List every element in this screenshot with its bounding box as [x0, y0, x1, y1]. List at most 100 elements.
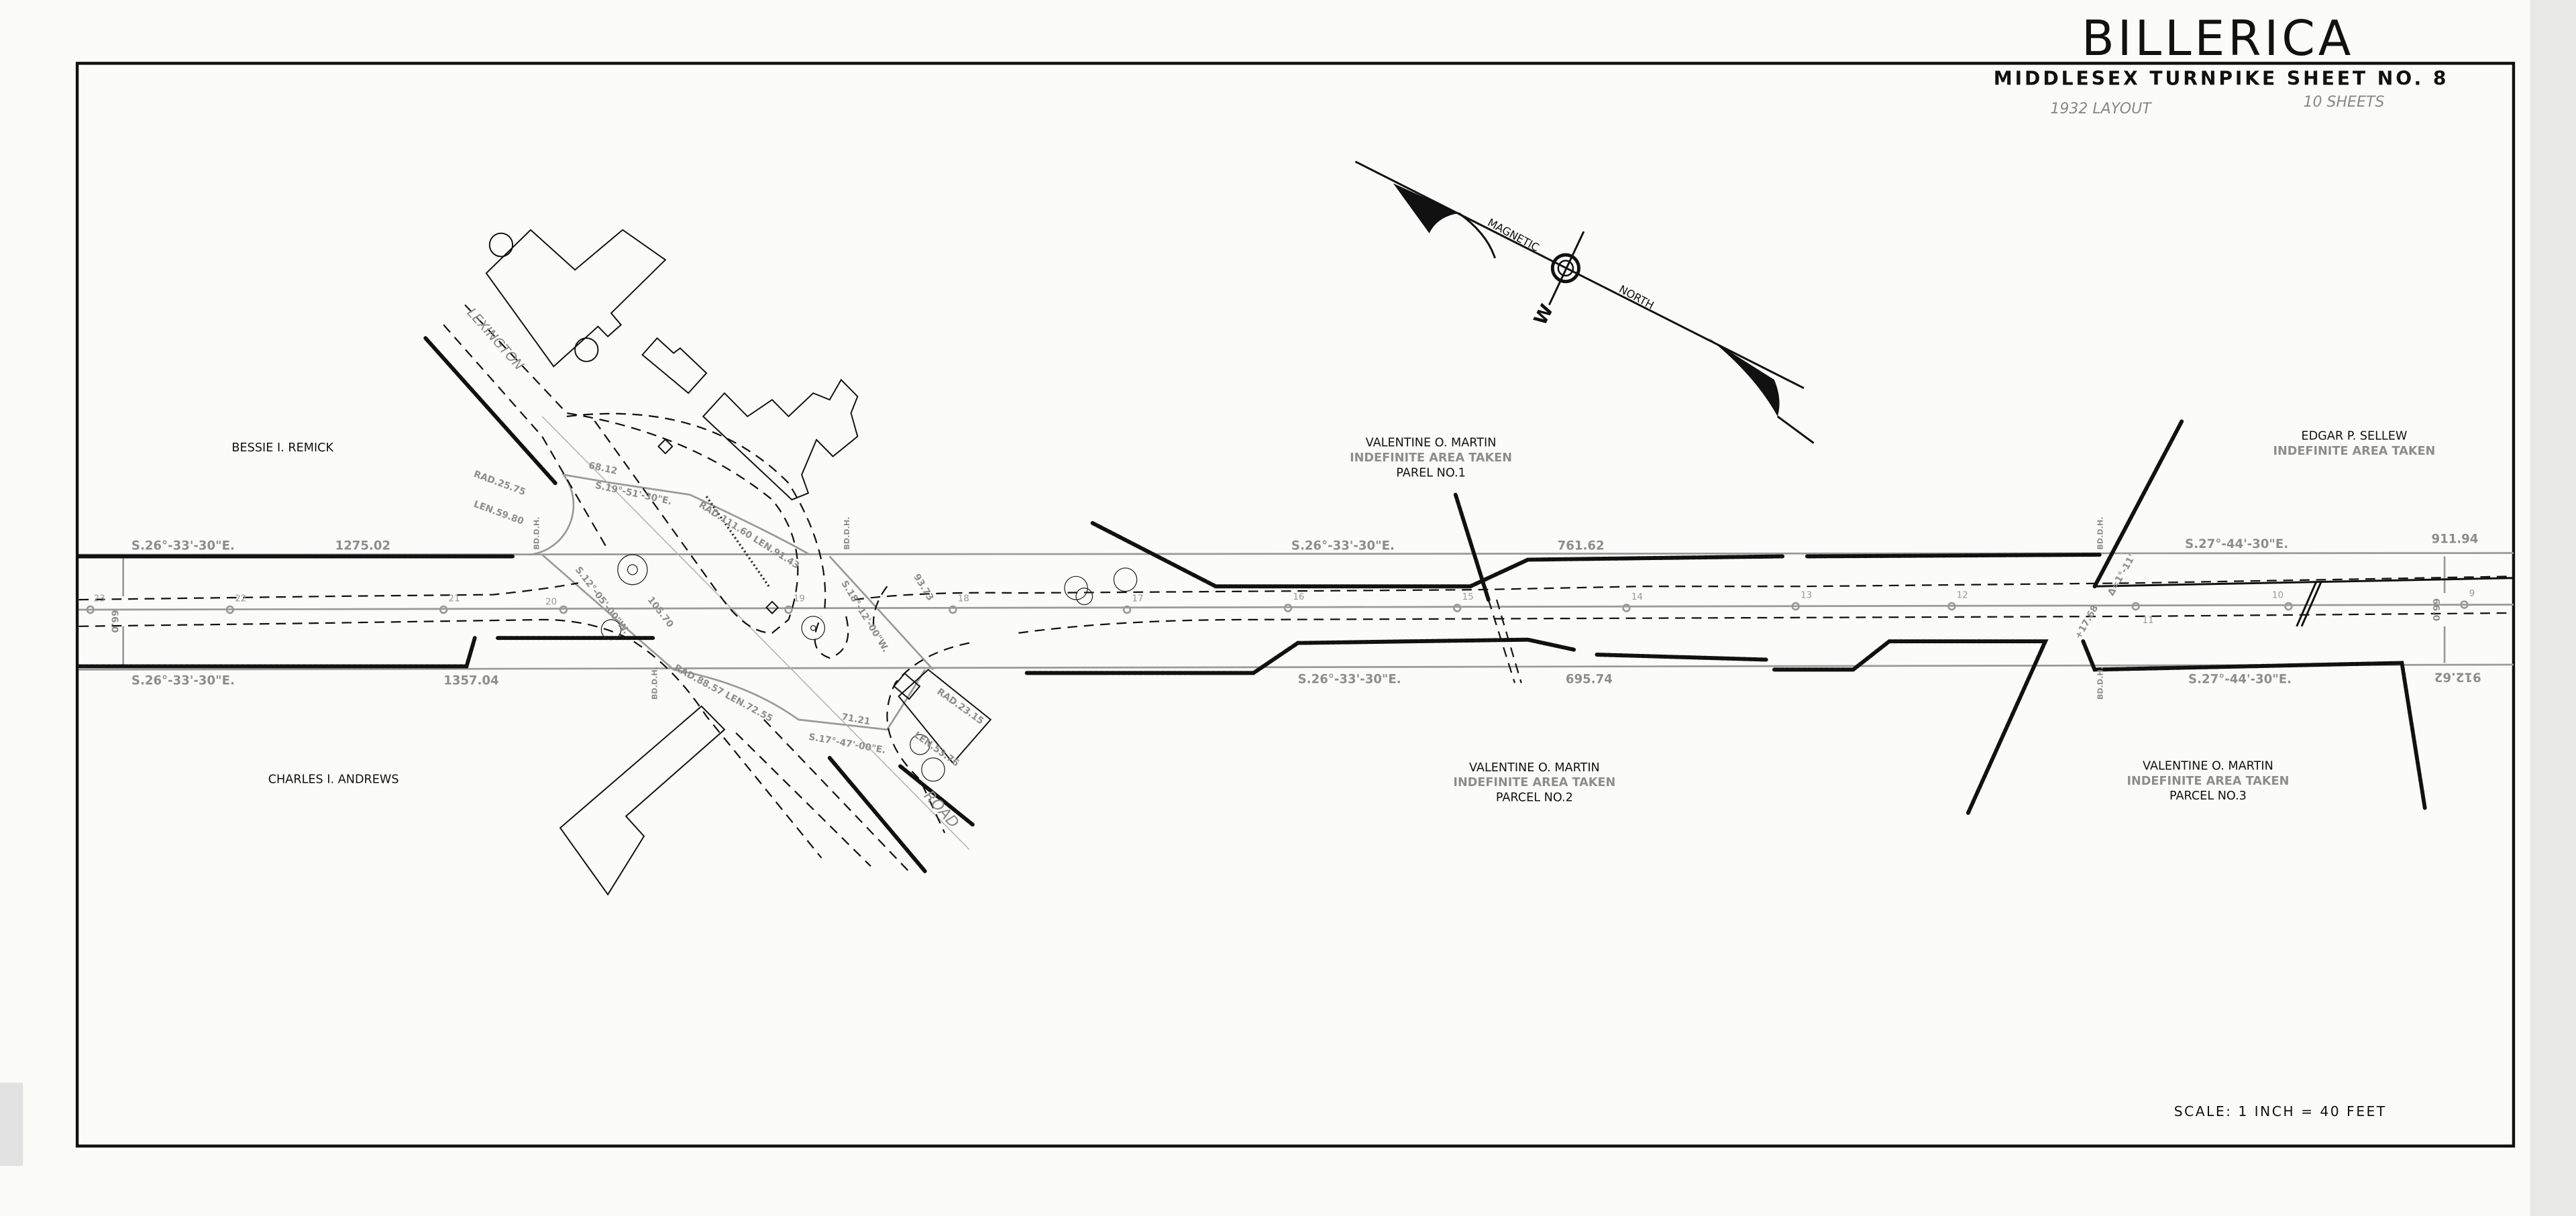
station-label: 15 — [1462, 592, 1474, 602]
parcel2-owner: VALENTINE O. MARTIN — [1469, 761, 1600, 775]
fence — [1772, 639, 2049, 815]
station-marker: 20 — [545, 596, 568, 614]
road-edge — [78, 618, 822, 859]
bearing-label: S.26°-33'-30"E. — [1298, 672, 1401, 686]
tangent-bearing: S.17°-47'-00"E. — [808, 732, 886, 756]
owner-andrews: CHARLES I. ANDREWS — [268, 773, 399, 786]
road-edge — [443, 324, 609, 551]
station-label: 13 — [1801, 590, 1812, 601]
building — [898, 669, 992, 765]
sheet-subtitle: MIDDLESEX TURNPIKE SHEET NO. 8 — [1994, 67, 2449, 89]
east-tangent — [828, 555, 934, 671]
north-label: NORTH — [1617, 282, 1656, 312]
road-edge — [763, 719, 912, 875]
parcel1-number: PAREL NO.1 — [1396, 466, 1466, 480]
length-label: 1357.04 — [443, 674, 499, 688]
sellew-owner: EDGAR P. SELLEW — [2301, 430, 2407, 443]
station-label: 14 — [1631, 592, 1643, 602]
length-label: 912.62 — [2434, 669, 2481, 683]
paper-edge — [2530, 0, 2576, 1216]
parcel3-owner: VALENTINE O. MARTIN — [2143, 759, 2273, 773]
station-label: 9 — [2469, 588, 2475, 599]
station-label: 10 — [2272, 590, 2284, 601]
east-west-line — [1548, 231, 1585, 306]
road-baseline — [541, 416, 970, 850]
hedge — [705, 496, 770, 588]
curve-label: RAD.111.60 LEN.91.43 — [697, 500, 802, 571]
fence — [1595, 653, 1768, 662]
length-label: 1275.02 — [335, 539, 391, 553]
arrow-tail-icon — [1393, 183, 1459, 233]
station-label: 21 — [449, 593, 460, 604]
tree — [910, 734, 930, 755]
tangent-bearing: S.19°-51'-30"E. — [594, 480, 673, 507]
tree — [1064, 575, 1088, 600]
station-label: 11 — [2142, 615, 2153, 626]
tree — [810, 624, 816, 631]
bearing-label: S.27°-44'-30"E. — [2188, 672, 2292, 686]
bound-label: BD.D.H. — [2096, 667, 2105, 700]
drain-line — [1487, 599, 1522, 683]
tree — [617, 554, 648, 586]
fence — [898, 764, 975, 827]
fence — [2081, 639, 2427, 810]
bound-label: BD.D.H. — [843, 517, 851, 550]
bearing-label: S.26°-33'-30"E. — [131, 539, 235, 553]
bound-label: BD.D.H. — [532, 517, 541, 550]
length-label: 695.74 — [1566, 672, 1613, 686]
station-marker: 15 — [1453, 592, 1474, 612]
road-edges — [78, 304, 2514, 875]
fence — [76, 636, 477, 669]
station-marker: 17 — [1122, 593, 1143, 614]
fence — [1453, 492, 1491, 602]
sellew-note: INDEFINITE AREA TAKEN — [2273, 445, 2435, 458]
parcel3-note: INDEFINITE AREA TAKEN — [2127, 775, 2289, 788]
tree — [627, 564, 638, 575]
station-marker: 21 — [439, 593, 460, 614]
parcel3-number: PARCEL NO.3 — [2169, 789, 2247, 803]
bound-label: BD.D.H. — [2096, 517, 2105, 550]
curve-label: RAD.23.15 — [935, 686, 986, 726]
south-curves — [541, 553, 926, 731]
plus-station-label: +17.68 — [2073, 604, 2100, 641]
fences — [76, 336, 2514, 873]
arrow-curve — [1458, 212, 1496, 259]
road-edge — [735, 732, 871, 867]
length-label: 911.94 — [2431, 533, 2478, 547]
tree — [1075, 588, 1093, 606]
width-label: 66.0 — [2430, 598, 2441, 621]
handwritten-layout-note: 1932 LAYOUT — [2050, 100, 2152, 117]
station-label: 20 — [545, 596, 557, 607]
tree — [801, 616, 825, 641]
bearing-label: S.26°-33'-30"E. — [1291, 539, 1395, 553]
station-marker: 23 — [86, 593, 105, 614]
south-layout-line — [78, 663, 2514, 671]
round-structure — [488, 232, 514, 258]
bearing-label: S.27°-44'-30"E. — [2185, 537, 2288, 551]
building — [702, 378, 859, 501]
station-label: 19 — [794, 593, 805, 604]
road-edge — [814, 616, 849, 659]
curve-label: LEN.53.76 — [912, 730, 961, 769]
station-label: 16 — [1293, 592, 1304, 602]
station-marker: 9 — [2460, 588, 2475, 609]
fence — [827, 756, 927, 873]
tangent-length: 93.73 — [911, 572, 935, 603]
road-edge — [1018, 612, 2514, 634]
layout-lines — [78, 416, 2514, 850]
tree — [921, 757, 945, 782]
building — [641, 337, 708, 394]
road-edge — [78, 582, 579, 601]
north-arrow: MAGNETIC NORTH W — [1354, 160, 1815, 444]
owner-remick: BESSIE I. REMICK — [231, 441, 334, 455]
arrow-head-icon — [1708, 338, 1780, 417]
fence — [1024, 637, 1576, 675]
station-label: 23 — [94, 593, 105, 604]
paper-stain — [0, 1083, 23, 1166]
center-line — [78, 604, 2514, 611]
curve-label: LEN.59.80 — [472, 499, 525, 527]
post — [657, 438, 674, 455]
north-arrow-shaft — [1354, 160, 1805, 390]
